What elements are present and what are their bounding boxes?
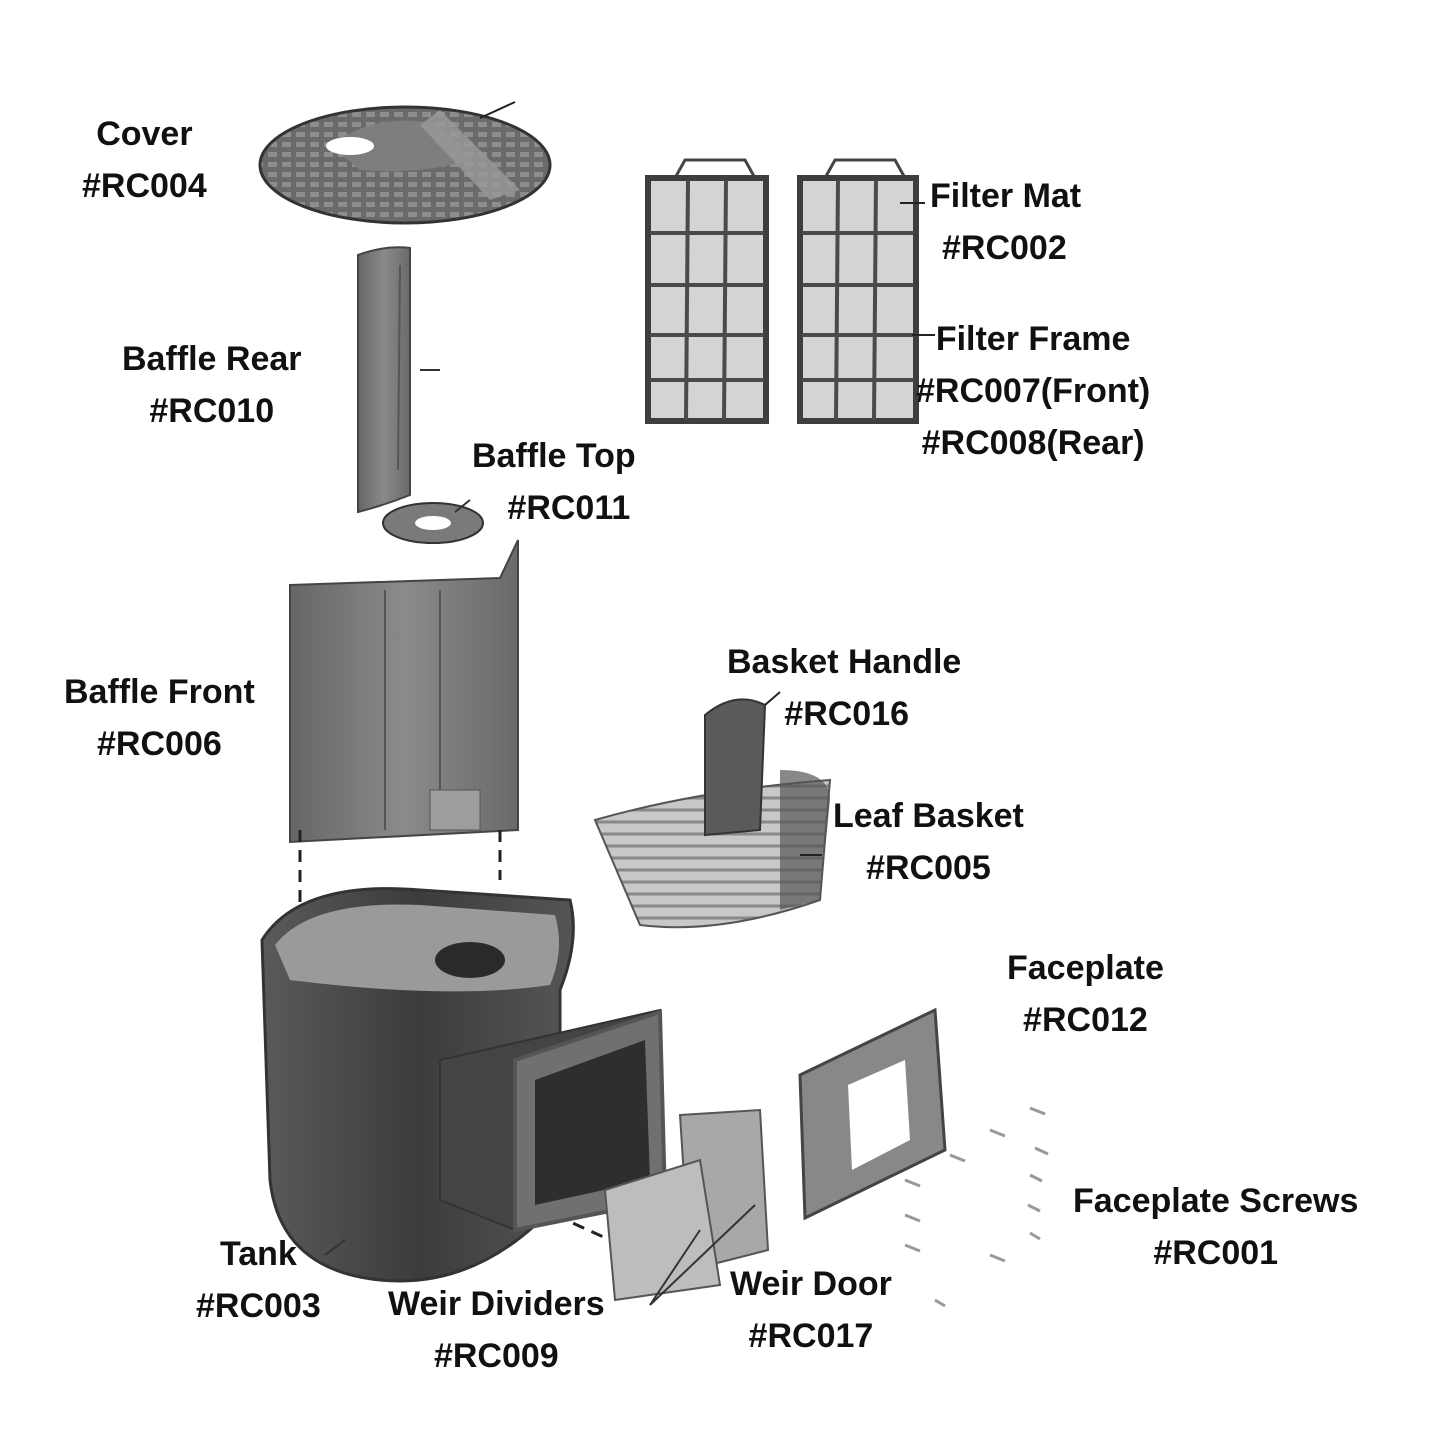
part-code: #RC006: [97, 725, 222, 763]
part-code-front: #RC007(Front): [916, 372, 1151, 410]
label-tank: Tank #RC003: [196, 1228, 321, 1332]
leaf-basket-part: [593, 770, 832, 929]
part-code: #RC010: [149, 392, 275, 430]
filter-frame-rear-part: [797, 158, 935, 424]
faceplate-screws-part: [904, 1106, 1049, 1308]
basket-handle-part: [704, 691, 781, 837]
weir-dividers-part: [603, 1158, 756, 1306]
part-name: Faceplate: [1007, 949, 1164, 987]
filter-frame-front-part: [645, 158, 769, 424]
faceplate-part: [798, 1007, 947, 1221]
label-faceplate: Faceplate #RC012: [1007, 942, 1164, 1046]
part-code: #RC003: [196, 1287, 321, 1325]
part-name: Baffle Top: [472, 437, 636, 475]
cover-part: [258, 101, 552, 225]
part-code: #RC002: [942, 229, 1067, 267]
label-filter-mat: Filter Mat #RC002: [930, 170, 1081, 274]
part-code: #RC012: [1023, 1001, 1148, 1039]
part-code: #RC005: [866, 849, 991, 887]
baffle-front-part: [289, 539, 519, 844]
part-code: #RC017: [748, 1317, 874, 1355]
part-name: Basket Handle: [727, 643, 962, 681]
part-name: Weir Door: [730, 1265, 892, 1303]
part-name: Cover: [96, 115, 193, 153]
part-code: #RC009: [433, 1337, 559, 1375]
label-cover: Cover #RC004: [82, 108, 207, 212]
label-filter-frame: Filter Frame #RC007(Front) #RC008(Rear): [916, 313, 1150, 469]
label-baffle-rear: Baffle Rear #RC010: [122, 333, 302, 437]
part-name: Baffle Front: [64, 673, 255, 711]
label-faceplate-screws: Faceplate Screws #RC001: [1073, 1175, 1358, 1279]
label-weir-dividers: Weir Dividers #RC009: [388, 1278, 605, 1382]
part-code: #RC016: [784, 695, 910, 733]
label-weir-door: Weir Door #RC017: [730, 1258, 892, 1362]
baffle-top-part: [382, 499, 484, 544]
baffle-rear-part: [357, 246, 440, 514]
label-leaf-basket: Leaf Basket #RC005: [833, 790, 1024, 894]
part-code: #RC004: [82, 167, 207, 205]
part-code-rear: #RC008(Rear): [921, 424, 1145, 462]
part-code: #RC011: [507, 489, 631, 527]
label-basket-handle: Basket Handle #RC016: [727, 636, 961, 740]
part-code: #RC001: [1153, 1234, 1279, 1272]
part-name: Weir Dividers: [388, 1285, 605, 1323]
part-name: Tank: [219, 1235, 297, 1273]
part-name: Filter Frame: [935, 320, 1131, 358]
part-name: Filter Mat: [930, 177, 1082, 215]
label-baffle-front: Baffle Front #RC006: [64, 666, 255, 770]
tank-part: [260, 887, 668, 1283]
part-name: Baffle Rear: [122, 340, 302, 378]
part-name: Faceplate Screws: [1073, 1182, 1359, 1220]
label-baffle-top: Baffle Top #RC011: [472, 430, 636, 534]
part-name: Leaf Basket: [833, 797, 1024, 835]
